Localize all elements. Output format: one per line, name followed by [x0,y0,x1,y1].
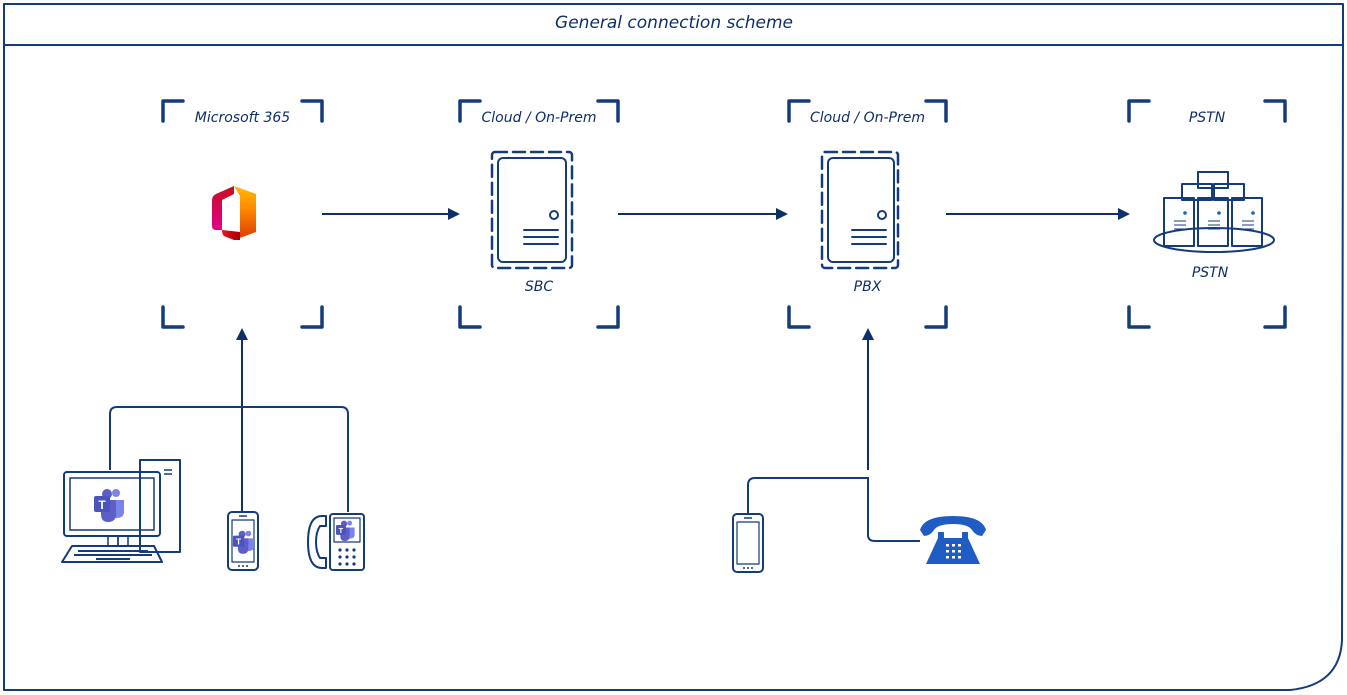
zone-bracket-bottom-left [787,305,811,329]
edges [109,208,1130,542]
zone-bracket-top-left [787,99,811,123]
zone-bracket-top-right [596,99,620,123]
pstn-server-cluster-icon [1153,171,1275,253]
teams-logo-icon: T [94,489,124,522]
zone-pstn: PSTN PSTN [1127,99,1287,329]
desk-phone-teams-icon: T [307,513,365,571]
zone-bracket-top-left [458,99,482,123]
zone-bracket-top-left [161,99,185,123]
node-label-pstn: PSTN [1192,265,1229,281]
mobile-phone-icon [732,513,764,573]
zone-header: Microsoft 365 [195,110,291,126]
zone-bracket-bottom-left [161,305,185,329]
zone-header: Cloud / On-Prem [481,110,596,126]
sbc-server-icon [490,150,574,270]
mobile-phone-teams-icon: T [227,511,259,571]
zone-m365: Microsoft 365 [161,99,324,329]
node-label-sbc: SBC [525,279,553,295]
zone-bracket-top-right [1263,99,1287,123]
zone-bracket-bottom-left [1127,305,1151,329]
zone-bracket-bottom-right [596,305,620,329]
diagram-frame: General connection scheme [3,3,1344,691]
office-365-icon [212,186,256,240]
zone-bracket-bottom-right [924,305,948,329]
zone-header: PSTN [1189,110,1226,126]
svg-text:T: T [339,526,344,535]
svg-text:T: T [98,498,106,512]
zone-bracket-top-right [300,99,324,123]
zone-header: Cloud / On-Prem [810,110,925,126]
zone-bracket-bottom-left [458,305,482,329]
edge-teams-clients-to-m365 [109,328,349,512]
node-label-pbx: PBX [854,279,882,295]
desktop-computer-teams-icon: T [61,459,181,563]
diagram-title: General connection scheme [555,13,793,33]
zone-bracket-bottom-right [300,305,324,329]
landline-telephone-icon [920,516,986,564]
zone-bracket-bottom-right [1263,305,1287,329]
svg-text:T: T [236,537,242,547]
zone-bracket-top-right [924,99,948,123]
frame-body [3,44,1344,691]
pbx-server-icon [820,150,900,270]
zone-bracket-top-left [1127,99,1151,123]
edge-pbx-clients-to-pbx [747,328,920,542]
